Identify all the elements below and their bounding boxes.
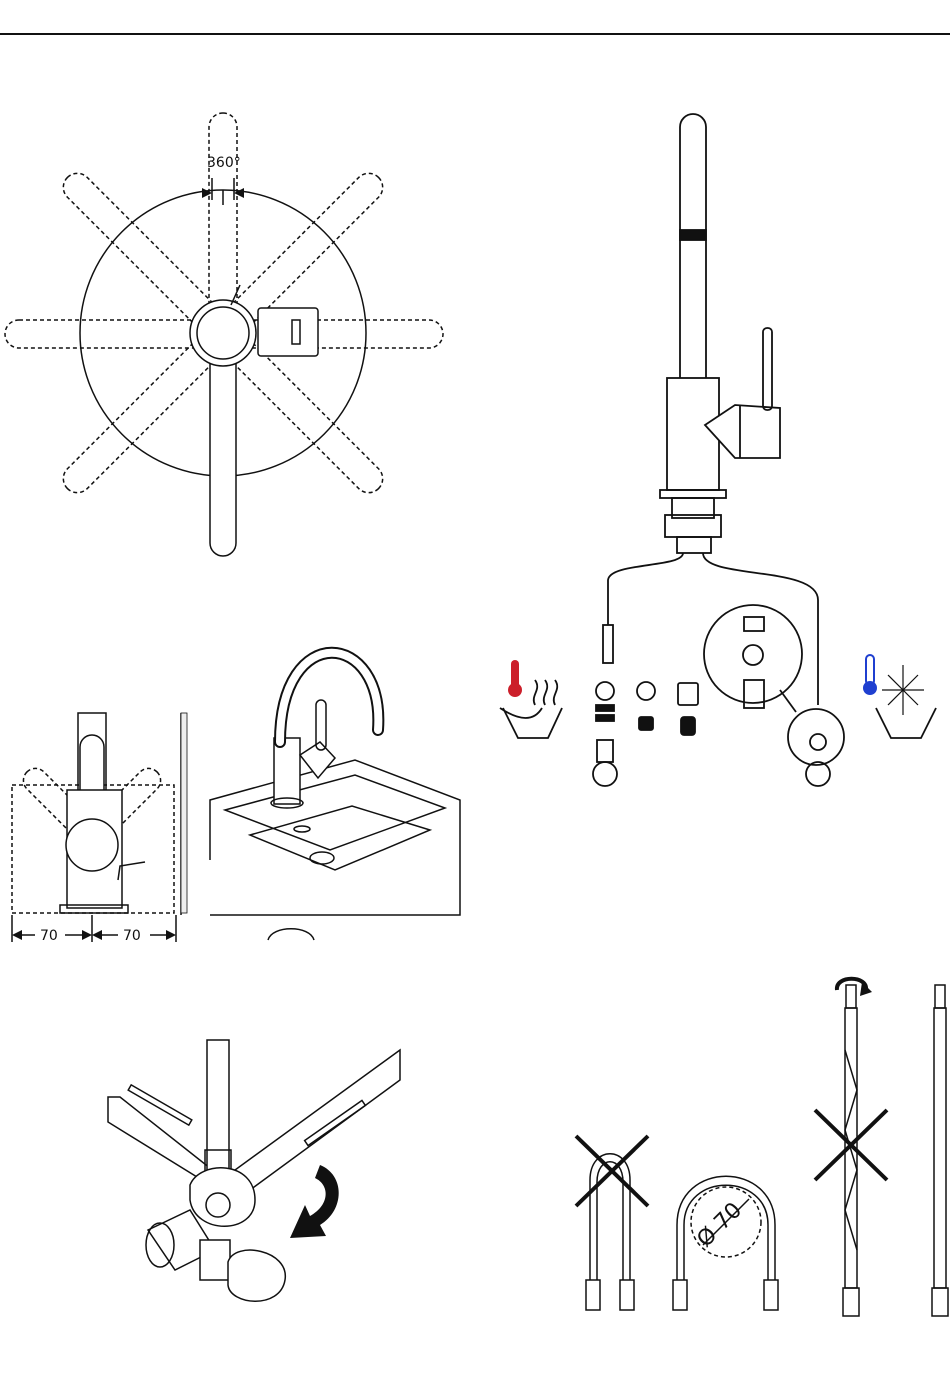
wrong-bend-hose xyxy=(586,1154,634,1310)
spout-position-up xyxy=(209,113,237,323)
cold-water-basin xyxy=(876,708,936,738)
wrench-tightening-diagram xyxy=(100,1030,410,1320)
dimension-right: 70 xyxy=(123,928,141,944)
straight-hose xyxy=(932,985,948,1316)
cold-hose xyxy=(703,553,818,705)
top-rule xyxy=(0,33,950,35)
wrench-left-arm xyxy=(108,1097,215,1185)
hot-water-icon xyxy=(508,660,522,697)
lever-top xyxy=(258,308,318,356)
faucet-connection-diagram xyxy=(490,100,950,800)
lever-handle xyxy=(763,328,772,410)
wrench-right-arm xyxy=(235,1050,400,1190)
bend-radius-label: Ø 70 xyxy=(692,1198,747,1253)
dimension-left: 70 xyxy=(40,928,58,944)
swivel-top-view-diagram: 360° xyxy=(0,100,460,570)
spout-column xyxy=(680,114,706,394)
hot-hose xyxy=(608,553,683,625)
hot-valve-parts xyxy=(593,682,698,786)
valve-knob xyxy=(228,1250,285,1301)
wall-hatching xyxy=(181,713,187,913)
detail-magnifier xyxy=(704,605,802,703)
supply-pipe xyxy=(207,1040,229,1180)
faucet-body xyxy=(667,378,719,490)
hose-bending-diagram: Ø 70 xyxy=(560,970,950,1330)
cold-water-icon xyxy=(863,655,877,695)
cold-valve-parts xyxy=(806,734,830,786)
spout-position-left xyxy=(5,320,215,348)
correct-bend-hose xyxy=(673,1176,778,1310)
lever-clearance-diagram: 70 70 xyxy=(0,700,200,950)
basin-mounting-diagram xyxy=(210,630,460,945)
tighten-arrow-icon xyxy=(290,1165,339,1238)
angle-label: 360° xyxy=(207,155,241,171)
basin-outline xyxy=(210,760,460,915)
